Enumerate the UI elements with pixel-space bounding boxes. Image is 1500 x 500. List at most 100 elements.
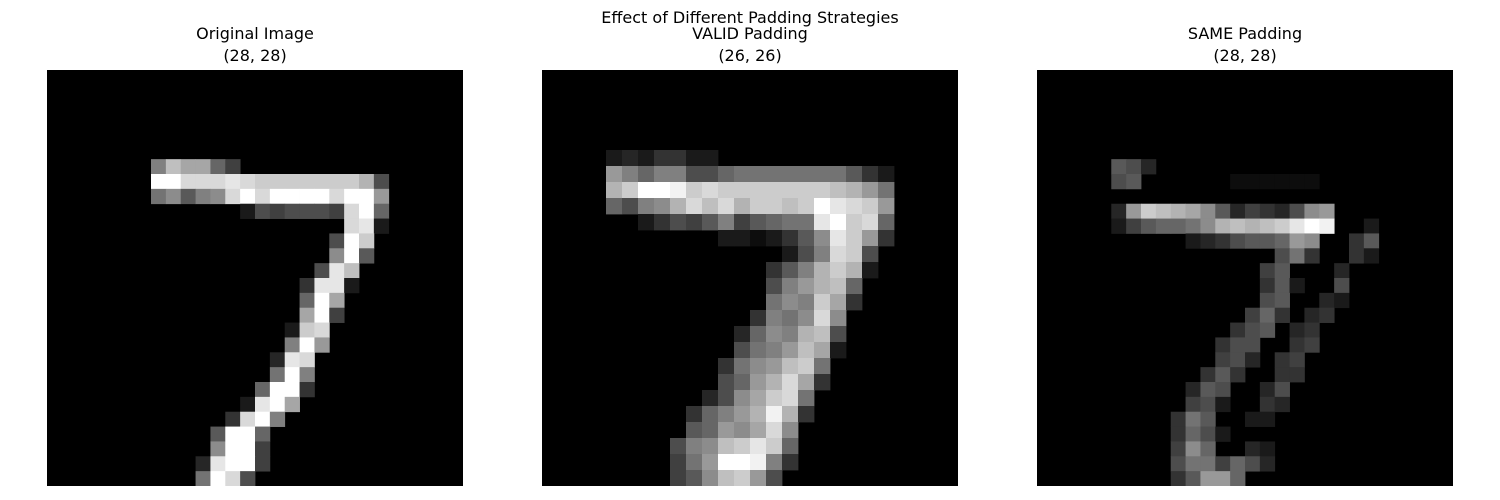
pixel-cell	[766, 326, 783, 343]
pixel-cell	[1215, 337, 1231, 353]
pixel-cell	[1215, 456, 1231, 472]
pixel-cell	[1349, 248, 1365, 264]
pixel-cell	[1245, 307, 1261, 323]
pixel-cell	[240, 471, 256, 486]
pixel-cell	[750, 422, 767, 439]
pixel-cell	[165, 174, 182, 190]
pixel-cell	[284, 174, 300, 190]
pixel-cell	[846, 278, 863, 295]
pixel-cell	[240, 174, 256, 190]
pixel-cell	[782, 246, 799, 263]
pixel-cell	[195, 159, 211, 175]
pixel-cell	[686, 214, 703, 231]
pixel-cell	[638, 150, 655, 167]
pixel-cell	[718, 358, 735, 375]
pixel-cell	[329, 278, 345, 294]
pixel-cell	[862, 198, 879, 215]
pixel-cell	[1274, 292, 1290, 309]
pixel-cell	[814, 342, 831, 359]
pixel-cell	[830, 198, 847, 215]
pixel-cell	[686, 150, 703, 167]
pixel-cell	[1126, 203, 1142, 219]
pixel-cell	[269, 396, 286, 413]
pixel-cell	[1111, 174, 1127, 190]
pixel-cell	[638, 214, 655, 231]
pixel-cell	[1141, 159, 1157, 175]
pixel-cell	[314, 322, 330, 338]
pixel-cell	[255, 382, 271, 398]
pixel-cell	[1111, 203, 1127, 219]
pixel-cell	[686, 454, 703, 471]
pixel-cell	[1185, 233, 1201, 249]
pixel-cell	[862, 182, 879, 199]
pixel-cell	[814, 374, 831, 391]
pixel-cell	[359, 203, 375, 219]
pixel-cell	[165, 188, 182, 205]
pixel-cell	[1230, 233, 1246, 249]
pixel-cell	[255, 188, 271, 205]
pixel-cell	[225, 456, 241, 472]
pixel-cell	[314, 263, 330, 279]
pixel-cell	[734, 454, 751, 471]
pixel-cell	[750, 214, 767, 231]
pixel-cell	[210, 188, 226, 205]
pixel-cell	[846, 166, 863, 183]
pixel-cell	[1259, 411, 1276, 427]
pixel-cell	[638, 182, 655, 199]
pixel-cell	[782, 182, 799, 199]
pixel-cell	[606, 198, 623, 215]
pixel-cell	[798, 326, 815, 343]
pixel-cell	[1170, 441, 1186, 457]
pixel-cell	[1259, 218, 1276, 234]
pixel-cell	[750, 390, 767, 407]
pixel-cell	[766, 454, 783, 471]
pixel-cell	[1230, 456, 1246, 472]
pixel-cell	[1230, 203, 1246, 219]
pixel-cell	[284, 188, 300, 205]
pixel-cell	[1215, 367, 1231, 383]
pixel-cell	[622, 182, 639, 199]
pixel-cell	[734, 470, 751, 486]
pixel-cell	[1289, 322, 1305, 338]
pixel-cell	[718, 374, 735, 391]
pixel-cell	[1289, 278, 1305, 294]
pixel-cell	[766, 374, 783, 391]
pixel-cell	[782, 230, 799, 247]
pixel-cell	[299, 278, 315, 294]
pixel-cell	[798, 262, 815, 279]
pixel-cell	[686, 198, 703, 215]
pixel-cell	[798, 166, 815, 183]
pixel-cell	[686, 406, 703, 423]
pixel-cell	[750, 230, 767, 247]
pixel-cell	[798, 342, 815, 359]
pixel-cell	[269, 411, 286, 427]
pixel-cell	[766, 262, 783, 279]
pixel-cell	[180, 188, 196, 205]
pixel-cell	[702, 438, 719, 455]
pixel-cell	[1215, 396, 1231, 413]
pixel-cell	[1126, 218, 1142, 234]
pixel-cell	[734, 342, 751, 359]
pixel-cell	[180, 159, 196, 175]
pixel-cell	[750, 438, 767, 455]
pixel-cell	[766, 310, 783, 327]
pixel-cell	[1274, 382, 1290, 398]
pixel-cell	[702, 422, 719, 439]
pixel-cell	[1245, 411, 1261, 427]
pixel-cell	[359, 188, 375, 205]
panel-title-same-shape: (28, 28)	[1213, 46, 1277, 65]
pixel-cell	[225, 411, 241, 427]
pixel-cell	[1259, 233, 1276, 249]
pixel-cell	[814, 294, 831, 311]
pixel-cell	[1230, 352, 1246, 368]
pixel-cell	[1259, 396, 1276, 413]
pixel-cell	[782, 198, 799, 215]
pixel-cell	[1170, 218, 1186, 234]
pixel-cell	[782, 310, 799, 327]
pixel-cell	[846, 262, 863, 279]
pixel-cell	[846, 182, 863, 199]
pixel-cell	[1170, 203, 1186, 219]
pixel-cell	[299, 307, 315, 323]
pixel-cell	[766, 358, 783, 375]
pixel-cell	[878, 198, 895, 215]
